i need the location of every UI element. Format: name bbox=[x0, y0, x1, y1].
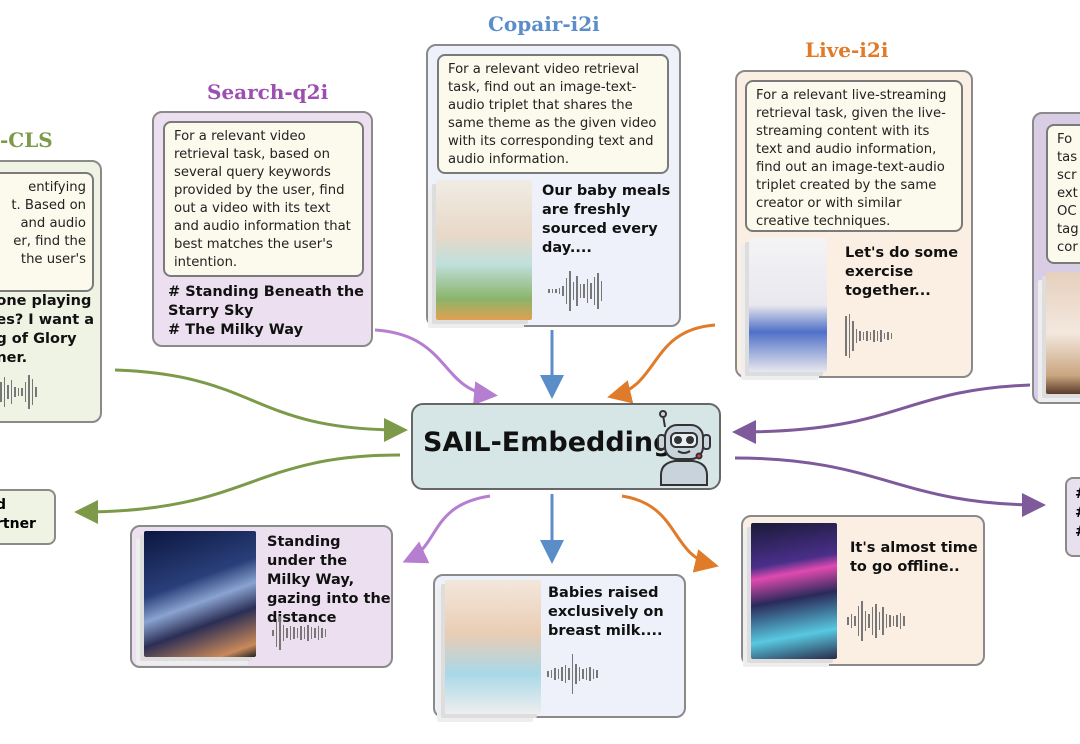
right-output: # # # bbox=[1065, 477, 1080, 557]
woman-cooking-image bbox=[436, 180, 532, 320]
search-query: # Standing Beneath the Starry Sky # The … bbox=[168, 284, 364, 338]
cls-input-card: entifying t. Based on and audio er, find… bbox=[0, 160, 102, 423]
search-output-text: Standing under the Milky Way, gazing int… bbox=[267, 534, 391, 626]
arrow-cls-out bbox=[74, 453, 401, 524]
copair-output-text: Babies raised exclusively on breast milk… bbox=[548, 585, 664, 639]
search-title: Search-q2i bbox=[207, 80, 329, 104]
audio-waveform-icon bbox=[548, 268, 602, 314]
robot-headset-icon bbox=[657, 410, 711, 486]
cls-instruction: entifying t. Based on and audio er, find… bbox=[0, 172, 94, 292]
woman-exercising-image bbox=[749, 238, 827, 372]
copair-instruction: For a relevant video retrieval task, fin… bbox=[437, 54, 669, 174]
live-query: Let's do some exercise together... bbox=[845, 245, 959, 299]
cls-query: one playing es? I want a g of Glory ner. bbox=[0, 293, 94, 366]
search-input-card: For a relevant video retrieval task, bas… bbox=[152, 111, 373, 347]
audio-waveform-icon bbox=[845, 312, 892, 360]
arrow-right-out bbox=[734, 456, 1046, 517]
search-instruction: For a relevant video retrieval task, bas… bbox=[163, 121, 364, 277]
arrow-live-in bbox=[607, 323, 716, 404]
copair-query: Our baby meals are freshly sourced every… bbox=[542, 183, 671, 256]
live-output-card: It's almost time to go offline.. bbox=[741, 515, 985, 666]
copair-title: Copair-i2i bbox=[488, 12, 600, 36]
copair-input-card: For a relevant video retrieval task, fin… bbox=[426, 44, 681, 327]
model-name: SAIL-Embedding bbox=[423, 427, 673, 458]
search-output-card: Standing under the Milky Way, gazing int… bbox=[130, 525, 393, 668]
live-title: Live-i2i bbox=[805, 38, 889, 62]
arrow-search-out bbox=[402, 494, 491, 564]
arrow-live-out bbox=[621, 494, 719, 573]
cls-output: d rtner bbox=[0, 489, 56, 545]
arrow-search-in bbox=[374, 328, 498, 406]
arrow-cls-in bbox=[114, 368, 408, 442]
live-instruction: For a relevant live-streaming retrieval … bbox=[745, 80, 963, 232]
audio-waveform-icon bbox=[847, 599, 905, 643]
anime-streamer-image bbox=[751, 523, 837, 659]
audio-waveform-icon bbox=[272, 615, 326, 651]
right-image bbox=[1046, 272, 1080, 394]
copair-output-card: Babies raised exclusively on breast milk… bbox=[433, 574, 686, 718]
live-input-card: For a relevant live-streaming retrieval … bbox=[735, 70, 973, 378]
right-instruction: Fo tas scr ext OC tag cor bbox=[1046, 124, 1080, 264]
right-input-card: Fo tas scr ext OC tag cor bbox=[1032, 112, 1080, 404]
arrow-right-in bbox=[732, 383, 1031, 444]
cls-title: -CLS bbox=[0, 128, 53, 152]
mother-baby-image bbox=[445, 580, 541, 714]
milky-way-image bbox=[144, 531, 256, 657]
audio-waveform-icon bbox=[547, 652, 598, 696]
audio-waveform-icon bbox=[0, 374, 37, 410]
live-output-text: It's almost time to go offline.. bbox=[850, 540, 978, 575]
sail-embedding-model: SAIL-Embedding bbox=[411, 403, 721, 490]
